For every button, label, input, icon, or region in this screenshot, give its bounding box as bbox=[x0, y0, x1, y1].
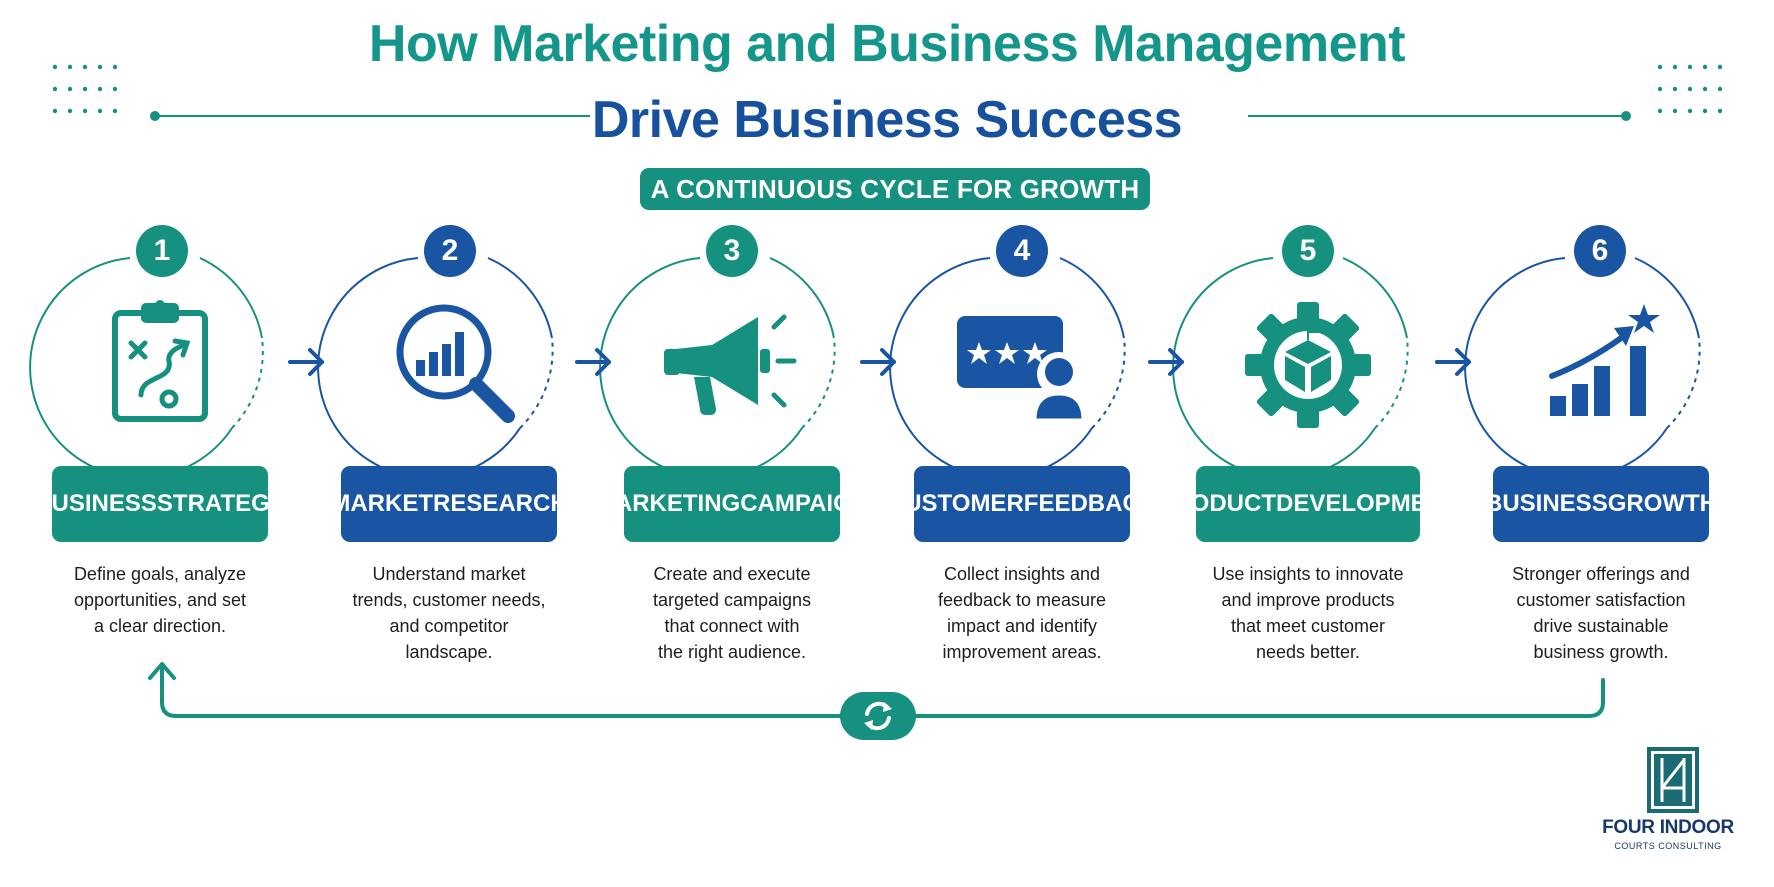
page-title-line-2: Drive Business Success bbox=[591, 91, 1183, 149]
step-2-desc-line-3: and competitor bbox=[389, 616, 509, 636]
step-4-desc-line-1: Collect insights and bbox=[943, 564, 1101, 584]
gear-box-icon bbox=[1245, 302, 1371, 428]
step-3-desc-line-1: Create and execute bbox=[653, 564, 811, 584]
step-2-desc-line-4: landscape. bbox=[405, 642, 493, 662]
dot-grid-left bbox=[52, 64, 118, 114]
step-3-label-line-2: CAMPAIGN bbox=[740, 490, 870, 517]
step-1-description: Define goals, analyze opportunities, and… bbox=[45, 561, 275, 639]
flow-arrow-1-2 bbox=[288, 348, 324, 376]
flow-arrow-4-5 bbox=[1148, 348, 1184, 376]
step-5-number: 5 bbox=[1282, 225, 1334, 277]
step-5-label-line-1: PRODUCT bbox=[1157, 490, 1276, 517]
step-1-label-line-1: BUSINESS bbox=[34, 490, 157, 517]
step-4-label-line-2: FEEDBACK bbox=[1023, 490, 1158, 517]
step-4-label-line-1: CUSTOMER bbox=[886, 490, 1024, 517]
step-6-label-line-1: BUSINESS bbox=[1485, 490, 1608, 517]
step-5-desc-line-2: and improve products bbox=[1221, 590, 1395, 610]
step-1-desc-line-3: a clear direction. bbox=[93, 616, 227, 636]
step-5-desc-line-3: that meet customer bbox=[1230, 616, 1386, 636]
step-3-label-line-1: MARKETING bbox=[594, 490, 741, 517]
step-4-desc-line-4: improvement areas. bbox=[942, 642, 1102, 662]
step-6-desc-line-1: Stronger offerings and bbox=[1512, 564, 1690, 584]
subtitle-badge: A CONTINUOUS CYCLE FOR GROWTH bbox=[640, 168, 1150, 210]
step-6-description: Stronger offerings and customer satisfac… bbox=[1486, 561, 1716, 665]
step-1-desc-line-2: opportunities, and set bbox=[73, 590, 247, 610]
logo-tagline: COURTS CONSULTING bbox=[1614, 841, 1722, 851]
refresh-cycle-icon bbox=[840, 692, 916, 740]
flow-arrow-3-4 bbox=[860, 348, 896, 376]
magnifier-chart-icon bbox=[396, 304, 515, 423]
step-6-number: 6 bbox=[1574, 225, 1626, 277]
step-5-label-line-2: DEVELOPMENT bbox=[1276, 490, 1459, 517]
title-rules bbox=[150, 111, 1631, 121]
step-1-number: 1 bbox=[136, 225, 188, 277]
step-6-label-line-2: GROWTH bbox=[1607, 490, 1718, 517]
step-5-description: Use insights to innovate and improve pro… bbox=[1193, 561, 1423, 665]
step-4-desc-line-3: impact and identify bbox=[946, 616, 1098, 636]
step-6-desc-line-2: customer satisfaction bbox=[1516, 590, 1686, 610]
step-2-label-line-2: RESEARCH bbox=[432, 490, 568, 517]
rating-customer-icon bbox=[957, 316, 1085, 422]
step-3-desc-line-2: targeted campaigns bbox=[652, 590, 812, 610]
step-1-label-line-2: STRATEGY bbox=[156, 490, 286, 517]
step-6-desc-line-4: business growth. bbox=[1533, 642, 1669, 662]
step-4-desc-line-2: feedback to measure bbox=[937, 590, 1107, 610]
step-2-desc-line-1: Understand market bbox=[372, 564, 526, 584]
step-5-desc-line-4: needs better. bbox=[1255, 642, 1361, 662]
step-3-desc-line-3: that connect with bbox=[664, 616, 800, 636]
step-6-desc-line-3: drive sustainable bbox=[1533, 616, 1669, 636]
flow-arrow-5-6 bbox=[1435, 348, 1471, 376]
step-2-number: 2 bbox=[424, 225, 476, 277]
megaphone-icon bbox=[664, 314, 797, 415]
logo-name: FOUR INDOOR bbox=[1602, 817, 1734, 838]
four-indoor-logo-icon bbox=[1647, 747, 1699, 813]
step-4-description: Collect insights and feedback to measure… bbox=[907, 561, 1137, 665]
step-1-desc-line-1: Define goals, analyze bbox=[73, 564, 247, 584]
growth-chart-icon bbox=[1549, 304, 1660, 416]
clipboard-strategy-icon bbox=[112, 300, 208, 422]
step-3-number: 3 bbox=[706, 225, 758, 277]
step-4-number: 4 bbox=[996, 225, 1048, 277]
step-3-description: Create and execute targeted campaigns th… bbox=[617, 561, 847, 665]
step-3-desc-line-4: the right audience. bbox=[657, 642, 807, 662]
step-2-desc-line-2: trends, customer needs, bbox=[352, 590, 546, 610]
step-5-desc-line-1: Use insights to innovate bbox=[1212, 564, 1404, 584]
step-2-label-line-1: MARKET bbox=[330, 490, 433, 517]
step-2-description: Understand market trends, customer needs… bbox=[334, 561, 564, 665]
flow-arrow-2-3 bbox=[575, 348, 611, 376]
page-title-line-1: How Marketing and Business Management bbox=[368, 15, 1406, 73]
dot-grid-right bbox=[1657, 64, 1723, 114]
